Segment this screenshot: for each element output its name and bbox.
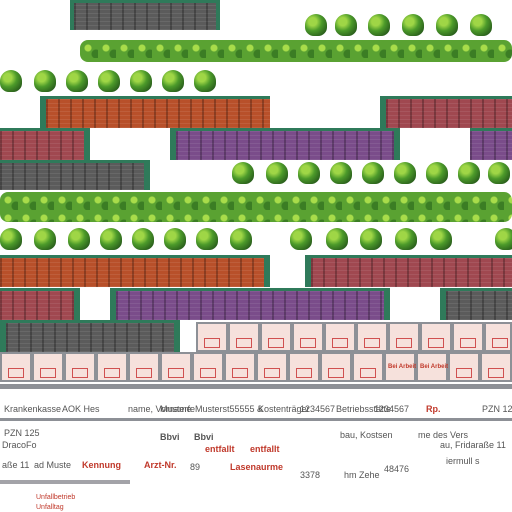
doc-fragment: Unfalltag bbox=[36, 504, 64, 511]
hedge-row-b bbox=[0, 192, 512, 222]
roof-gray-2 bbox=[440, 288, 512, 320]
roof-purple-1 bbox=[170, 128, 400, 160]
doc-fragment: Betriebsstätte bbox=[336, 404, 392, 414]
doc-fragment: 3378 bbox=[300, 470, 321, 480]
doc-fragment: name, Vorname bbox=[128, 404, 192, 414]
doc-fragment: me des Vers bbox=[418, 430, 469, 440]
roof-red-4 bbox=[0, 288, 80, 320]
doc-fragment: 48476 bbox=[384, 464, 410, 474]
doc-fragment: Lasenaurme bbox=[230, 462, 284, 472]
doc-fragment: Bbvi bbox=[160, 432, 180, 442]
roof-gray-1 bbox=[0, 160, 150, 190]
roof-top-gray bbox=[70, 0, 220, 30]
doc-fragment: Arzt-Nr. bbox=[144, 460, 177, 470]
doc-fragment: Kennung bbox=[82, 460, 121, 470]
doc-fragment: iermull s bbox=[446, 456, 480, 466]
doc-fragment: entfallt bbox=[250, 444, 280, 454]
doc-fragment: bau, Kostsen bbox=[340, 430, 393, 440]
doc-fragment: MusterfeMusterst55555 & bbox=[160, 404, 264, 414]
grid-label: Bei Arbeits-unfall bbox=[388, 364, 438, 370]
doc-fragment: Kostenträger bbox=[258, 404, 310, 414]
roof-red-1 bbox=[380, 96, 512, 128]
doc-fragment: 1234567 bbox=[300, 404, 336, 414]
rail-1 bbox=[0, 384, 512, 389]
doc-fragment: Bbvi bbox=[194, 432, 214, 442]
roof-purple-2 bbox=[470, 128, 512, 160]
doc-fragment: ad Muste bbox=[34, 460, 72, 470]
doc-fragment: AOK Hes bbox=[62, 404, 100, 414]
doc-fragment: PZN 125 bbox=[4, 428, 40, 438]
hedge-row-a bbox=[80, 40, 512, 62]
doc-fragment: Krankenkasse bbox=[4, 404, 62, 414]
roof-red-3 bbox=[305, 255, 512, 287]
doc-fragment: Unfallbetrieb bbox=[36, 494, 76, 501]
roof-orange-1 bbox=[40, 96, 270, 128]
doc-fragment: Rp. bbox=[426, 404, 441, 414]
doc-fragment: au, Fridaraße 11 bbox=[440, 440, 506, 450]
roof-orange-2 bbox=[0, 255, 270, 287]
roof-gray-3 bbox=[0, 320, 180, 352]
doc-fragment: hm Zehe bbox=[344, 470, 380, 480]
doc-fragment: aße 11 bbox=[2, 460, 30, 470]
roof-purple-3 bbox=[110, 288, 390, 320]
grid-label: Bei Arbeits-unfall bbox=[420, 364, 470, 370]
doc-fragment: PZN 125 bbox=[482, 404, 512, 414]
doc-fragment: 89 bbox=[190, 462, 201, 472]
doc-fragment: 1234567 bbox=[374, 404, 410, 414]
rail-2 bbox=[0, 418, 512, 421]
rail-3 bbox=[0, 480, 130, 484]
doc-fragment: DracoFo bbox=[2, 440, 37, 450]
roof-red-2 bbox=[0, 128, 90, 160]
doc-fragment: entfallt bbox=[205, 444, 235, 454]
